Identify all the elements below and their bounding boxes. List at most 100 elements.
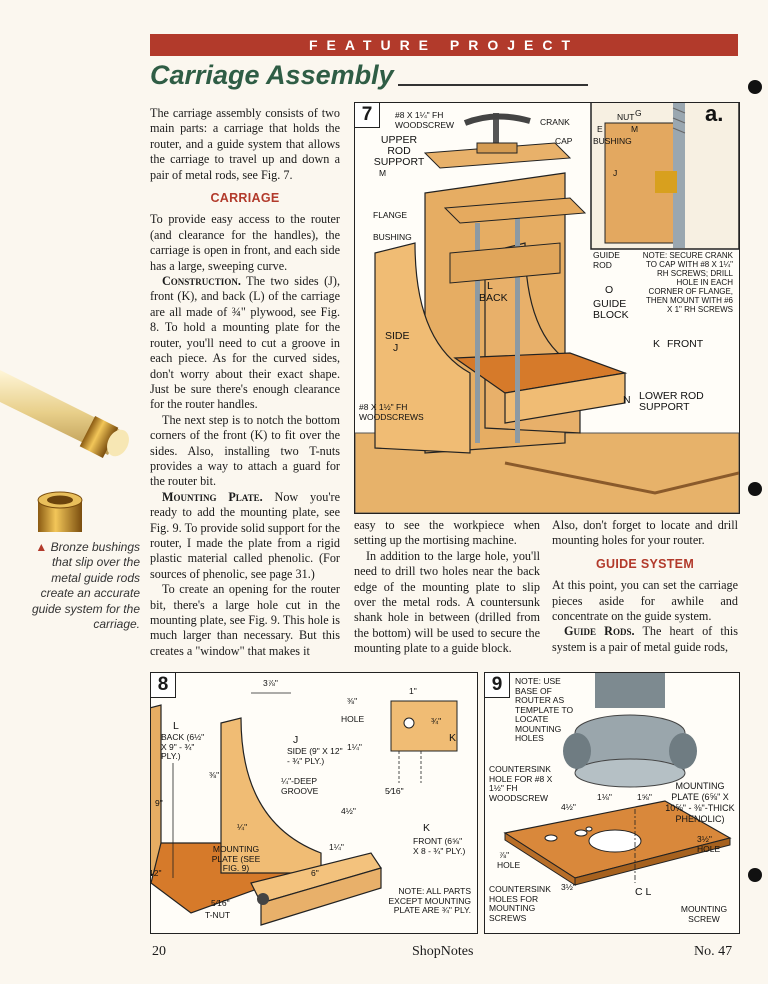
photo-caption: ▲ Bronze bushings that slip over the met… [28,540,140,632]
bushing-photo [0,370,129,532]
fig7-bushing-label: Bushing [373,232,412,242]
guide-system-heading: GUIDE SYSTEM [595,556,695,571]
figure-8-number: 8 [151,673,176,698]
fig8-d516: 5⁄16" [385,786,404,796]
fig9-countersink2-label: Countersink holes for mounting screws [489,884,551,923]
fig9-mounting-label: Mounting Plate (6⅝" x 10⅝" - ⅜"-Thick Ph… [665,781,735,824]
figure-7-drawing [355,103,739,513]
fig8-l-label: L [173,720,179,732]
opening-paragraph: To create an opening for the router bit,… [150,582,340,658]
fig9-hole-label: Hole [697,844,721,854]
fig7-cap-label: Cap [555,136,573,146]
fig7-lower-rod-label: Lower Rod Support [639,390,704,413]
fig9-d412: 4½" [561,802,576,812]
fig7-nut-label: Nut [617,112,635,122]
fig8-d9: 9" [155,798,163,808]
guide-rods-text: The heart of this system is a pair of me… [552,624,738,654]
fig7-e-label: E [597,124,603,134]
fig9-hole2-label: Hole [497,860,521,870]
fig9-d1716: 1⅝" [637,792,652,802]
fig7-m2-label: M [631,124,639,134]
rod-holes-paragraph: In addition to the large hole, you'll ne… [354,548,540,656]
fig8-d12: 12" [150,868,162,878]
fig7-n-label: N [623,394,631,406]
figure-8-drawing [151,692,458,926]
carriage-heading: CARRIAGE [210,191,280,206]
fig8-d412: 4½" [341,806,356,816]
page-number: 20 [152,944,166,959]
binder-hole-bottom [748,868,762,882]
fig7-o-label: O [605,284,614,296]
fig8-side-label: Side (9" x 12" - ¾" Ply.) [287,746,343,766]
magazine-name: ShopNotes [412,944,474,959]
figure-9: 9 NOTE: Use base of router as template t… [484,672,740,934]
fig7-upper-rod-label: Upper Rod Support [373,134,425,168]
fig8-d38: ⅜" [347,696,358,706]
fig7-flange-label: Flange [373,210,408,220]
fig8-d1: 1" [409,686,417,696]
fig8-d516b: 5⁄16" [211,898,230,908]
fig8-d114: 1¼" [329,842,344,852]
fig9-note: NOTE: Use base of router as template to … [515,676,574,743]
workpiece-paragraph: easy to see the workpiece when setting u… [354,518,540,548]
mounting-text: Now you're ready to add the mounting pla… [150,489,341,581]
fig7-side-label: Side [385,330,410,342]
fig7-crank-label: Crank [540,117,570,127]
notch-paragraph: The next step is to notch the bottom cor… [150,412,340,489]
fig8-dim-top: 3⅞" [263,678,278,688]
fig7-j-label: J [393,342,399,354]
figure-7-number: 7 [355,103,380,128]
fig8-groove-label: ¼"-Deep Groove [281,776,319,796]
fig9-screw-label: Mounting Screw [680,904,728,924]
fig8-k2-label: K [423,822,431,834]
feature-banner: FEATURE PROJECT [150,34,738,56]
figure-9-number: 9 [485,673,510,698]
fig7-screw-top-label: #8 x 1¼" Fh Woodscrew [395,110,455,130]
fig7-l-label: L [487,280,493,292]
fig9-d78: ⅞" [499,850,510,860]
fig7-guide-rod-label: Guide Rod [593,250,620,270]
fig8-front-label: Front (6⅝" x 8 - ¾" Ply.) [413,836,466,856]
fig9-cl-label: C L [635,886,652,898]
text-column-1: The carriage assembly consists of two ma… [150,106,340,659]
issue-number: No. 47 [694,944,733,959]
fig7-k-label: K [653,338,661,350]
fig8-note: NOTE: All parts except mounting plate ar… [388,886,472,915]
fig7-note: NOTE: Secure crank to cap with #8 x 1¼" … [642,251,733,314]
binder-hole-top [748,80,762,94]
title-rule [398,84,588,86]
fig8-d38b: ⅜" [209,770,220,780]
page-title: Carriage Assembly [150,60,394,90]
fig8-d14: 1¼" [347,742,362,752]
construction-paragraph: Construction. The two sides (J), front (… [150,274,340,413]
intro-paragraph: The carriage assembly consists of two ma… [150,106,340,182]
figure-7: 7 #8 x 1¼" Fh Woodscrew Crank Cap [354,102,740,514]
router-holes-paragraph: Also, don't forget to locate and drill m… [552,518,738,548]
construction-runin: Construction. [162,274,241,289]
guide-system-paragraph: At this point, you can set the carriage … [552,578,738,624]
fig7-m1-label: M [379,168,387,178]
fig8-hole-label: Hole [341,714,365,724]
fig9-d312: 3½" [697,834,712,844]
fig7-back-label: Back [479,292,508,304]
mounting-paragraph: Mounting Plate. Now you're ready to add … [150,490,340,582]
fig8-k-label: K [449,732,457,744]
carriage-paragraph: To provide easy access to the router (an… [150,212,340,273]
guide-rods-runin: Guide Rods. [564,624,635,639]
fig7-j2-label: J [613,168,618,178]
construction-text: The two sides (J), front (K), and back (… [150,274,341,412]
fig9-d116: 1⅛" [597,792,612,802]
fig7-front-label: Front [667,338,704,350]
fig8-d6: 6" [311,868,319,878]
figure-9-drawing [503,673,732,886]
fig7-g-label: G [635,108,642,118]
fig7-guide-block-label: Guide Block [593,298,629,321]
text-column-2: easy to see the workpiece when setting u… [354,518,540,657]
caption-marker-icon: ▲ [35,540,51,554]
mounting-runin: Mounting Plate. [162,489,263,504]
guide-rods-paragraph: Guide Rods. The heart of this system is … [552,624,738,655]
fig8-mounting-label: Mounting Plate (See Fig. 9) [211,844,261,873]
fig8-tnut-label: T-Nut [205,910,231,920]
fig7-inset-bushing-label: Bushing [593,136,632,146]
fig8-d14b: ¼" [237,822,248,832]
